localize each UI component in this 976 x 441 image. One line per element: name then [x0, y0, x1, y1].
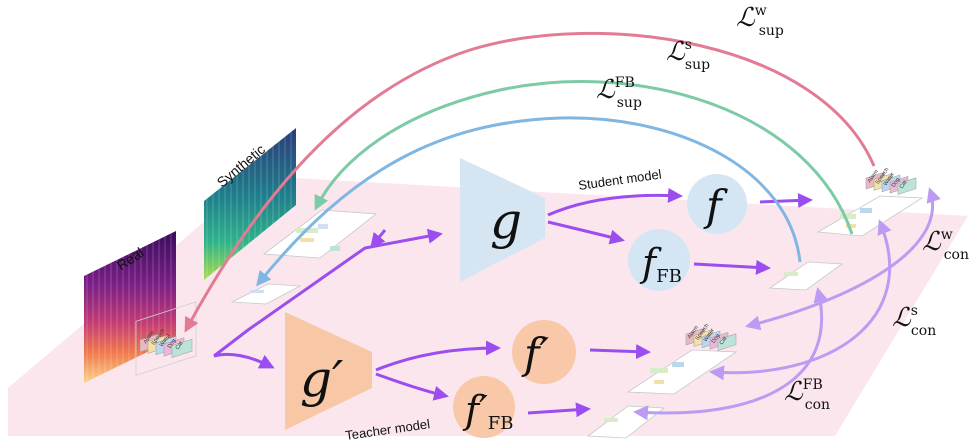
- arrow-g-to-ffb: [547, 220, 625, 245]
- loss-con-w-main: ℒ: [922, 227, 942, 257]
- mini-label-map-strong: [230, 283, 302, 305]
- teacher-encoder-gprime: [285, 312, 372, 430]
- teacher-head-ffbprime-label: f′FB: [462, 388, 513, 434]
- teacher-head-ffbprime: [453, 376, 515, 438]
- student-head-ffb-sub: FB: [656, 266, 682, 287]
- loss-con-fb-sub: con: [805, 397, 830, 413]
- input-class-label-cat: Cat: [175, 340, 185, 351]
- arrow-gprime-to-fprime: [375, 340, 501, 372]
- student-model-label: Student model: [577, 166, 662, 193]
- sup-w-arc: [184, 31, 876, 333]
- input-class-label-dog: Dog: [167, 338, 178, 350]
- teacher-class-label-dog: Dog: [711, 333, 722, 345]
- arrow-input-to-student: [213, 228, 443, 358]
- loss-sup-s-sub: sup: [685, 57, 710, 73]
- loss-sup-s-main: ℒ: [666, 37, 686, 67]
- loss-sup-fb-main: ℒ: [596, 75, 616, 105]
- student-encoder-label: g: [490, 192, 522, 250]
- loss-sup-s: ℒs sup: [666, 37, 710, 73]
- loss-con-s: ℒs con: [892, 303, 936, 339]
- loss-con-fb-sup: FB: [803, 377, 823, 393]
- flow-arrows: [213, 187, 813, 418]
- student-class-label-dog: Dog: [891, 177, 902, 189]
- loss-sup-w-sub: sup: [759, 23, 784, 39]
- loss-sup-fb-sup: FB: [615, 75, 635, 91]
- arrow-input-to-teacher: [213, 352, 275, 369]
- class-labels: AlarmSpeechWaterDogCatAlarmSpeechWaterDo…: [143, 167, 909, 351]
- teacher-head-ffbprime-sub: FB: [488, 413, 514, 434]
- input-class-stack: [135, 301, 197, 376]
- loss-con-fb-main: ℒ: [784, 377, 804, 407]
- teacher-head-ffbprime-main: f′: [462, 388, 488, 432]
- sup-fb-arc: [256, 116, 802, 287]
- arrow-g-to-f: [547, 187, 683, 217]
- loss-sup-w-main: ℒ: [736, 3, 756, 33]
- student-head-f: [687, 174, 747, 234]
- loss-con-w-sup: w: [941, 227, 953, 243]
- arrow-fprime-to-weak-pred: [589, 344, 651, 360]
- loss-sup-w-sup: w: [755, 3, 767, 19]
- loss-con-s-sup: s: [911, 303, 918, 319]
- arrow-ffbprime-to-fb-pred: [527, 402, 591, 418]
- teacher-head-fprime: [512, 320, 576, 384]
- sup-s-arc: [314, 80, 854, 235]
- student-head-ffb: [628, 229, 690, 291]
- loss-con-s-sub: con: [911, 323, 936, 339]
- arrow-gprime-to-ffbprime: [375, 372, 449, 401]
- loss-con-w: ℒw con: [922, 227, 969, 263]
- loss-sup-s-sup: s: [685, 37, 692, 53]
- student-class-label-cat: Cat: [899, 179, 909, 190]
- teacher-class-label-cat: Cat: [719, 335, 729, 346]
- loss-sup-fb-sub: sup: [617, 95, 642, 111]
- teacher-head-fprime-label: f′: [521, 329, 550, 378]
- synthetic-spectrogram: [204, 128, 296, 280]
- loss-sup-w: ℒw sup: [736, 3, 784, 39]
- arrow-mixup-back: [370, 229, 387, 249]
- con-fb-arc: [633, 287, 829, 421]
- loss-con-fb: ℒFB con: [784, 377, 830, 413]
- student-encoder-g: [460, 158, 545, 282]
- loss-con-w-sub: con: [944, 247, 969, 263]
- loss-con-s-main: ℒ: [892, 303, 912, 333]
- arrow-f-to-weak-pred: [759, 192, 813, 208]
- teacher-encoder-label: g′: [300, 350, 344, 408]
- loss-sup-fb: ℒFB sup: [596, 75, 642, 111]
